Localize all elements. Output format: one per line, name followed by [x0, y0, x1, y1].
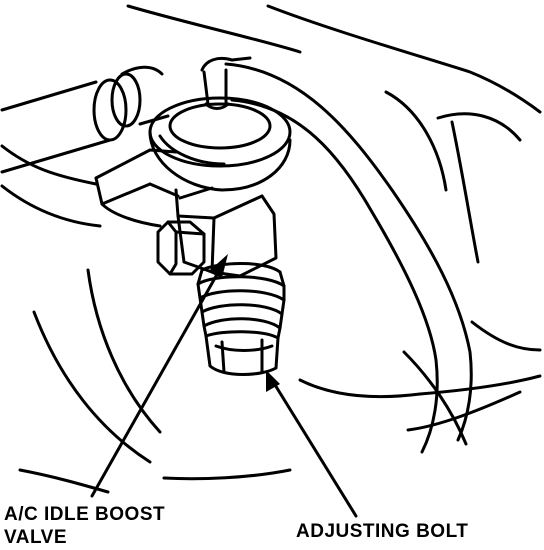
mounting-bracket [94, 148, 180, 228]
left-cylinder [0, 65, 170, 174]
valve-callout-label: A/C IDLE BOOST VALVE [4, 503, 165, 549]
hex-nut [156, 220, 206, 276]
bolt-arrowhead [266, 370, 280, 392]
curved-hose [224, 62, 473, 454]
bolt-leader-line [270, 378, 358, 518]
leader-lines [90, 260, 358, 518]
adjusting-bolt [204, 330, 280, 376]
bolt-callout-label: ADJUSTING BOLT [296, 521, 469, 542]
valve-label-line2: VALVE [4, 527, 68, 548]
diaphragm-housing [148, 96, 292, 192]
valve-leader-line [90, 260, 226, 498]
valve-label-line1: A/C IDLE BOOST [4, 504, 166, 525]
vacuum-nipple [200, 56, 252, 110]
valve-arrowhead [208, 254, 228, 278]
engine-body-lines [0, 4, 542, 494]
